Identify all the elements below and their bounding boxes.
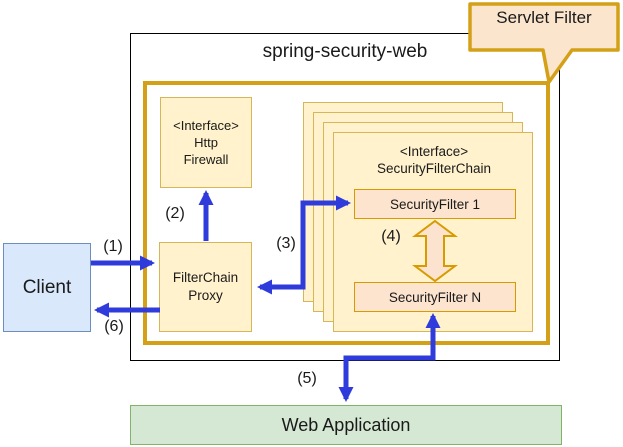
step-label-6: (6) (104, 318, 124, 335)
module-title: spring-security-web (262, 41, 428, 62)
step-label-1: (1) (103, 238, 123, 255)
security-filter-1-node: SecurityFilter 1 (354, 189, 516, 219)
http-firewall-node: <Interface> Http Firewall (160, 97, 252, 188)
servlet-filter-callout-label: Servlet Filter (496, 8, 592, 27)
filter-chain-proxy-node: FilterChain Proxy (159, 242, 252, 332)
proxy-line1: FilterChain (172, 270, 239, 285)
security-filter-1-label: SecurityFilter 1 (389, 196, 481, 212)
step-label-2: (2) (165, 205, 185, 222)
security-filter-n-node: SecurityFilter N (354, 282, 516, 312)
step-label-3: (3) (276, 235, 296, 252)
step-label-4: (4) (381, 228, 401, 245)
http-firewall-line2: Http (194, 135, 218, 150)
step-label-5: (5) (297, 370, 317, 387)
http-firewall-line1: <Interface> (173, 118, 239, 133)
http-firewall-line3: Firewall (183, 152, 229, 167)
web-application-label: Web Application (281, 414, 411, 435)
client-label: Client (22, 276, 72, 298)
client-node: Client (3, 243, 91, 332)
security-filter-n-label: SecurityFilter N (388, 289, 482, 305)
proxy-line2: Proxy (188, 288, 223, 303)
chain-header-line1: <Interface> (399, 144, 469, 159)
web-application-node: Web Application (130, 405, 562, 445)
chain-header-line2: SecurityFilterChain (376, 161, 492, 176)
security-filter-chain-header: <Interface> SecurityFilterChain (334, 143, 534, 177)
security-filter-chain-node: <Interface> SecurityFilterChain Security… (333, 132, 533, 332)
